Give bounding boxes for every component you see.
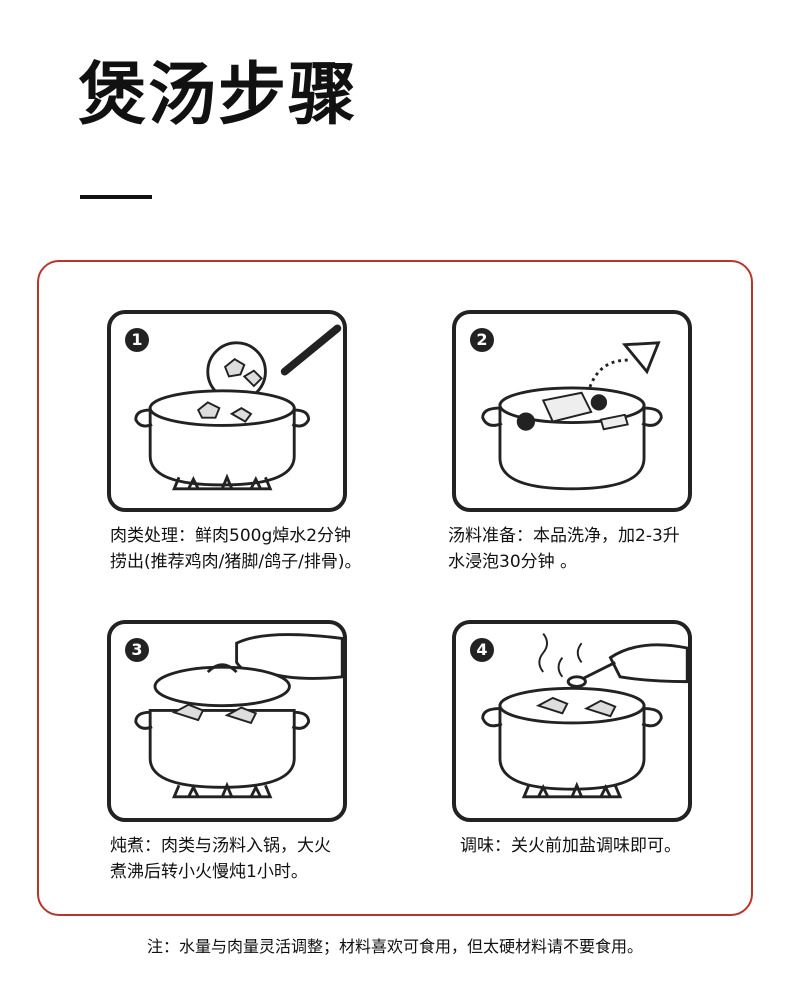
pot-blanching-icon bbox=[134, 324, 342, 491]
step-number: 2 bbox=[470, 328, 494, 352]
caption-line: 水浸泡30分钟 。 bbox=[448, 552, 578, 572]
step-1-card: 1 bbox=[107, 310, 347, 512]
caption-line: 汤料准备：本品洗净，加2-3升 bbox=[448, 526, 680, 546]
step-2-caption: 汤料准备：本品洗净，加2-3升 水浸泡30分钟 。 bbox=[448, 523, 718, 575]
pot-seasoning-icon bbox=[481, 633, 688, 799]
step-number: 3 bbox=[125, 638, 149, 662]
title-underline bbox=[80, 195, 152, 199]
pot-soaking-icon bbox=[481, 341, 663, 491]
step-1-caption: 肉类处理：鲜肉500g焯水2分钟 捞出(推荐鸡肉/猪脚/鸽子/排骨)。 bbox=[110, 523, 380, 575]
step-number: 1 bbox=[125, 328, 149, 352]
step-4-card: 4 bbox=[452, 620, 692, 822]
step-number: 4 bbox=[470, 638, 494, 662]
pot-lid-icon bbox=[134, 633, 343, 799]
caption-line: 捞出(推荐鸡肉/猪脚/鸽子/排骨)。 bbox=[110, 552, 362, 572]
caption-line: 调味：关火前加盐调味即可。 bbox=[460, 836, 681, 856]
page-title: 煲汤步骤 bbox=[78, 56, 359, 135]
caption-line: 肉类处理：鲜肉500g焯水2分钟 bbox=[110, 526, 352, 546]
caption-line: 炖煮：肉类与汤料入锅，大火 bbox=[110, 836, 331, 856]
footnote: 注：水量与肉量灵活调整；材料喜欢可食用，但太硬材料请不要食用。 bbox=[146, 937, 643, 956]
steps-frame bbox=[37, 260, 753, 916]
step-3-caption: 炖煮：肉类与汤料入锅，大火 煮沸后转小火慢炖1小时。 bbox=[110, 833, 380, 885]
step-4-caption: 调味：关火前加盐调味即可。 bbox=[460, 833, 730, 859]
step-2-card: 2 bbox=[452, 310, 692, 512]
step-3-card: 3 bbox=[107, 620, 347, 822]
caption-line: 煮沸后转小火慢炖1小时。 bbox=[110, 862, 308, 882]
